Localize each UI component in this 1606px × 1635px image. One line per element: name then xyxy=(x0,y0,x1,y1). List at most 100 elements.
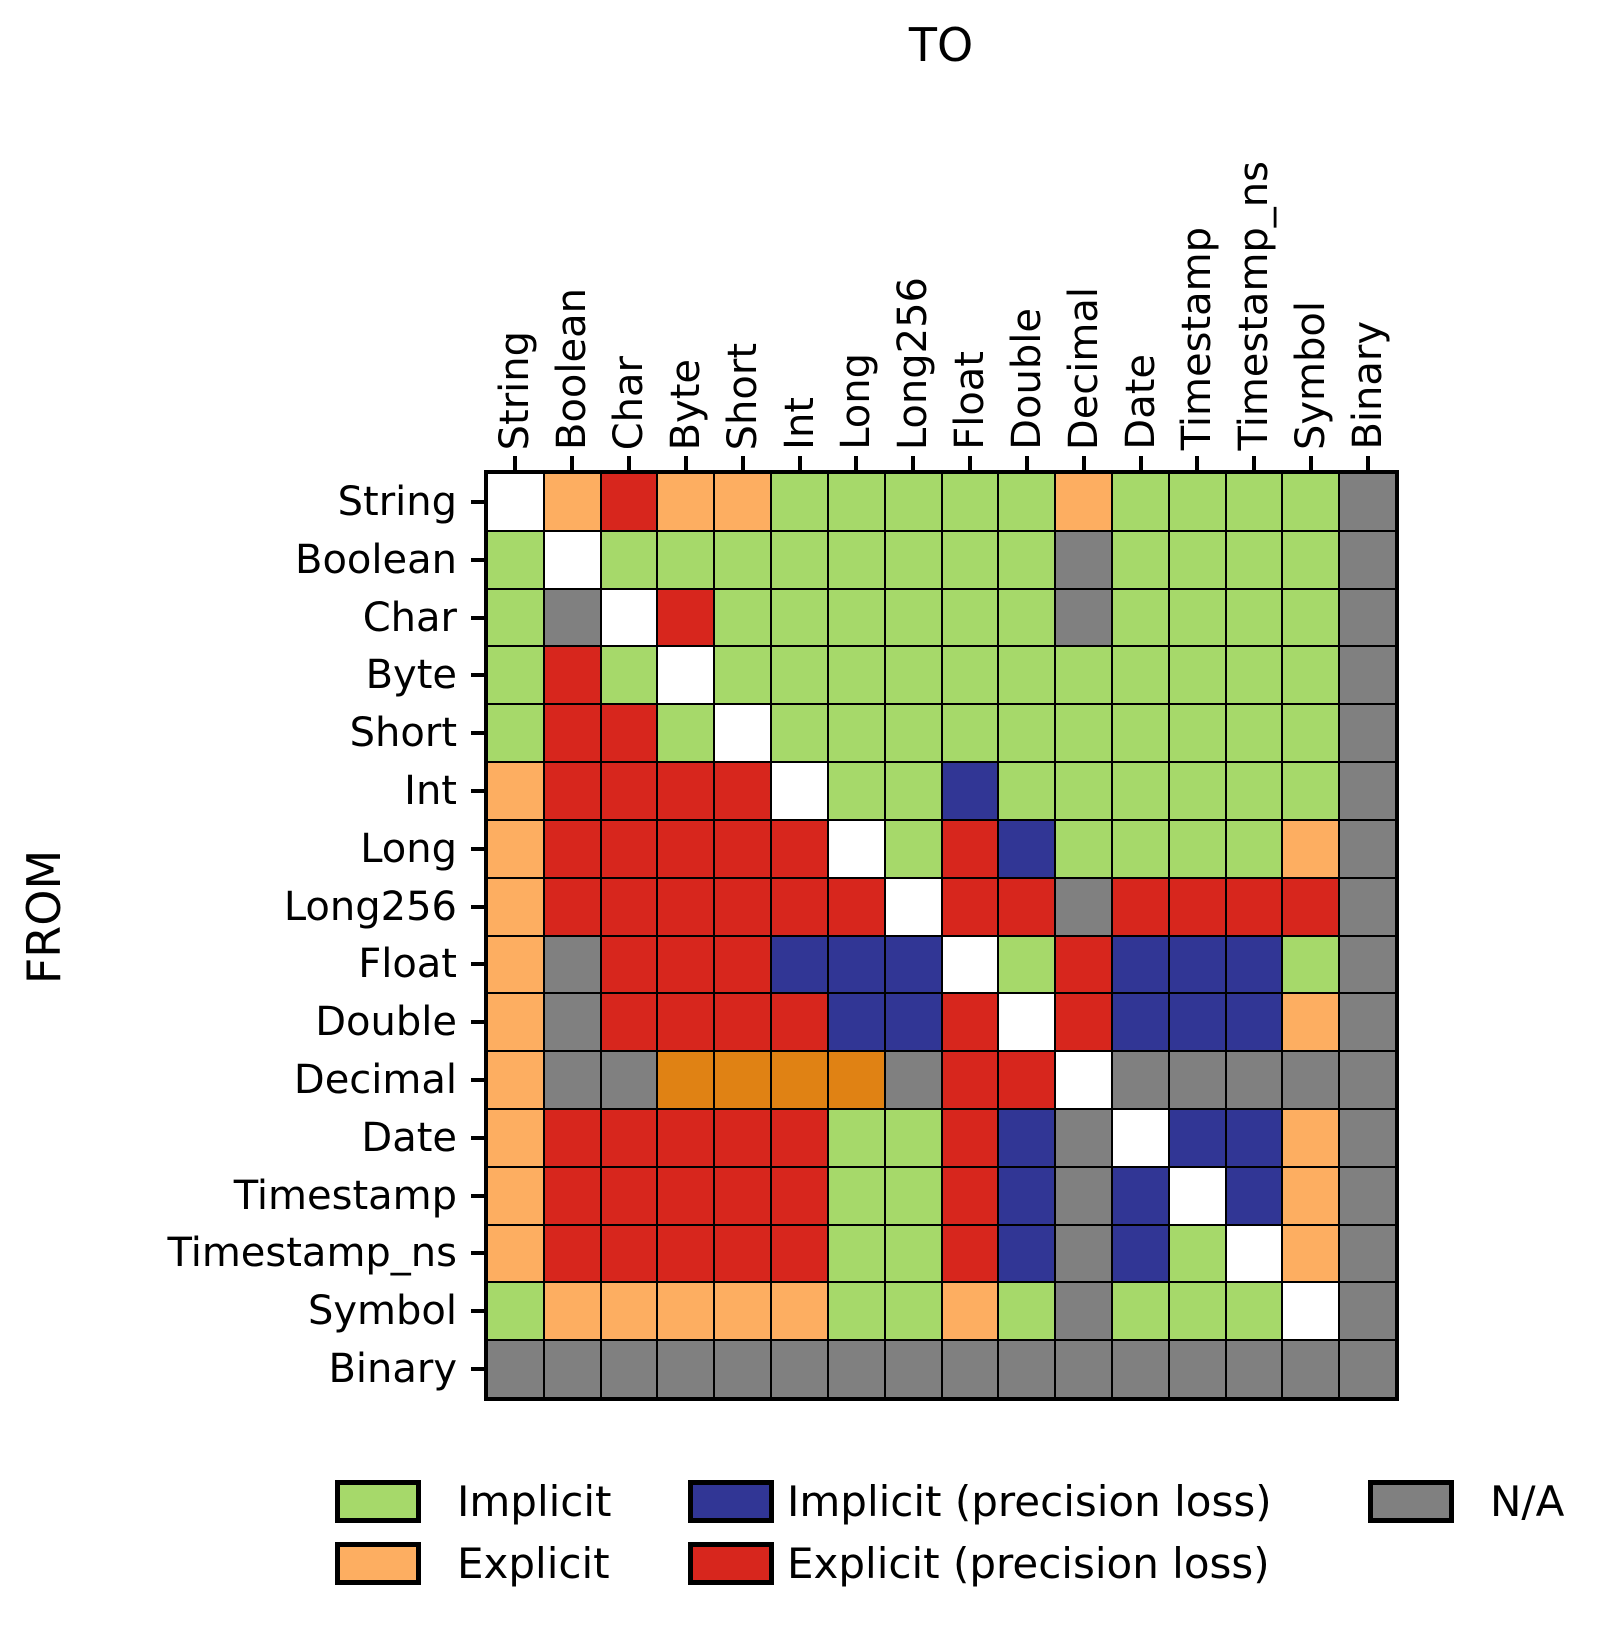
matrix-cell xyxy=(1225,530,1283,589)
y-tick xyxy=(471,1135,487,1140)
matrix-cell xyxy=(1055,530,1112,589)
x-tick xyxy=(1081,456,1086,472)
y-axis-title: FROM xyxy=(17,849,71,985)
y-tick xyxy=(471,1020,487,1025)
row-label-float: Float xyxy=(358,941,457,988)
column-label-date: Date xyxy=(1117,354,1164,450)
matrix-cell xyxy=(998,935,1056,994)
matrix-cell xyxy=(884,762,942,820)
matrix-cell xyxy=(941,1166,999,1225)
matrix-cell xyxy=(1111,588,1169,647)
y-tick xyxy=(471,615,487,620)
matrix-cell xyxy=(998,588,1056,647)
y-tick xyxy=(471,1251,487,1256)
matrix-cell xyxy=(657,762,715,820)
x-tick xyxy=(1138,456,1143,472)
matrix-cell xyxy=(998,1108,1056,1167)
matrix-cell xyxy=(487,819,544,878)
column-label-long256: Long256 xyxy=(890,276,937,450)
matrix-cell xyxy=(1055,1282,1112,1341)
matrix-cell xyxy=(771,993,828,1052)
matrix-cell xyxy=(487,588,544,647)
matrix-cell xyxy=(1282,1224,1340,1283)
legend-swatch-na xyxy=(1368,1480,1454,1523)
matrix-cell xyxy=(600,1282,658,1341)
matrix-cell xyxy=(487,1224,544,1283)
matrix-cell xyxy=(487,704,544,763)
column-label-char: Char xyxy=(606,355,653,450)
y-tick xyxy=(471,557,487,562)
matrix-cell xyxy=(827,588,885,647)
matrix-cell xyxy=(998,819,1056,878)
matrix-cell xyxy=(1225,1051,1283,1109)
y-tick xyxy=(471,962,487,967)
matrix-cell xyxy=(487,1340,544,1398)
x-tick xyxy=(911,456,916,472)
matrix-cell xyxy=(1339,1282,1396,1341)
matrix-cell xyxy=(827,877,885,936)
matrix-cell xyxy=(600,588,658,647)
matrix-cell xyxy=(1282,473,1340,531)
matrix-cell xyxy=(998,762,1056,820)
matrix-cell xyxy=(657,993,715,1052)
row-label-symbol: Symbol xyxy=(307,1288,457,1335)
matrix-cell xyxy=(1111,1051,1169,1109)
matrix-cell xyxy=(543,704,601,763)
matrix-cell xyxy=(884,1340,942,1398)
matrix-cell xyxy=(1225,704,1283,763)
matrix-cell xyxy=(884,819,942,878)
column-label-binary: Binary xyxy=(1344,321,1391,450)
matrix-cell xyxy=(1339,877,1396,936)
matrix-cell xyxy=(1055,877,1112,936)
matrix-cell xyxy=(1055,704,1112,763)
legend-swatch-explicit xyxy=(335,1542,421,1585)
matrix-cell xyxy=(1055,993,1112,1052)
column-label-byte: Byte xyxy=(662,358,709,450)
matrix-cell xyxy=(1225,1282,1283,1341)
matrix-cell xyxy=(600,1340,658,1398)
x-tick xyxy=(968,456,973,472)
matrix-cell xyxy=(1111,993,1169,1052)
y-tick xyxy=(471,499,487,504)
matrix-cell xyxy=(771,1282,828,1341)
matrix-cell xyxy=(487,1166,544,1225)
y-tick xyxy=(471,788,487,793)
x-tick xyxy=(1252,456,1257,472)
matrix-cell xyxy=(884,530,942,589)
column-label-symbol: Symbol xyxy=(1288,300,1335,450)
matrix-cell xyxy=(657,935,715,994)
matrix-cell xyxy=(1055,935,1112,994)
legend-label-implicit: Implicit xyxy=(457,1477,612,1526)
matrix-cell xyxy=(487,646,544,705)
matrix-cell xyxy=(487,762,544,820)
matrix-cell xyxy=(827,704,885,763)
matrix-cell xyxy=(771,1051,828,1109)
matrix-cell xyxy=(1225,877,1283,936)
matrix-cell xyxy=(1111,473,1169,531)
matrix-cell xyxy=(1168,473,1226,531)
matrix-cell xyxy=(998,530,1056,589)
matrix-cell xyxy=(827,1282,885,1341)
legend-swatch-implicit xyxy=(335,1480,421,1523)
column-label-string: String xyxy=(492,330,539,450)
matrix-cell xyxy=(543,1224,601,1283)
matrix-cell xyxy=(657,819,715,878)
matrix-cell xyxy=(998,1340,1056,1398)
column-label-int: Int xyxy=(776,397,823,450)
matrix-cell xyxy=(1168,1340,1226,1398)
matrix-cell xyxy=(1055,473,1112,531)
matrix-cell xyxy=(1339,762,1396,820)
matrix-cell xyxy=(600,877,658,936)
matrix-cell xyxy=(714,762,772,820)
matrix-cell xyxy=(714,1166,772,1225)
matrix-cell xyxy=(827,1166,885,1225)
matrix-cell xyxy=(1282,1108,1340,1167)
matrix-cell xyxy=(657,1108,715,1167)
matrix-cell xyxy=(543,473,601,531)
matrix-cell xyxy=(600,646,658,705)
matrix-cell xyxy=(714,473,772,531)
matrix-cell xyxy=(998,1166,1056,1225)
matrix-cell xyxy=(714,935,772,994)
matrix-cell xyxy=(1055,588,1112,647)
column-label-double: Double xyxy=(1003,308,1050,450)
